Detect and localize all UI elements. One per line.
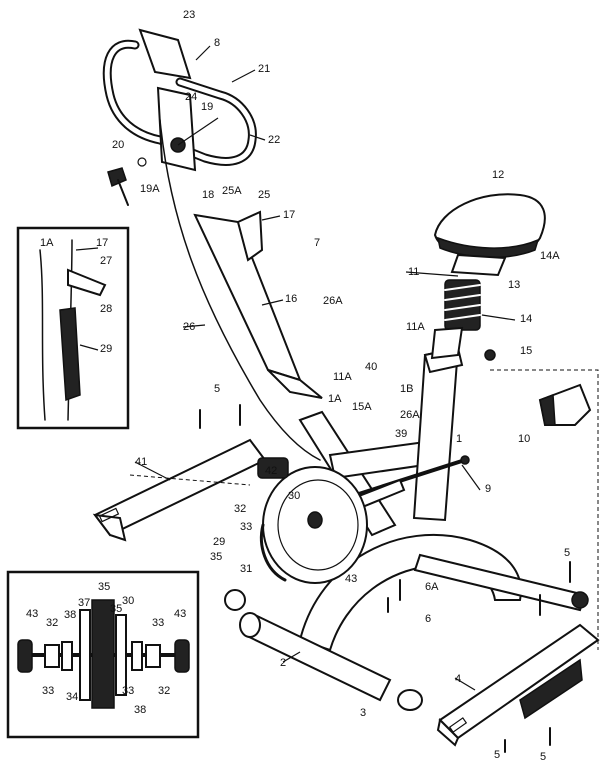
callout-2: 2: [280, 657, 286, 669]
callout-8: 8: [214, 37, 220, 49]
callout-42: 42: [265, 465, 277, 477]
callout-4: 4: [455, 673, 461, 685]
flywheel: [257, 457, 368, 584]
callout-11a-mast: 11A: [333, 371, 352, 383]
callout-30-mid: 30: [288, 490, 300, 502]
callout-26a-low: 26A: [400, 409, 420, 421]
inset-callout-33-right: 33: [152, 617, 164, 629]
hardware-screws: [199, 404, 571, 753]
tension-cable: [159, 119, 321, 461]
callout-26a: 26A: [323, 295, 343, 307]
inset-callout-35: 35: [98, 581, 110, 593]
front-foot-tube: [224, 589, 423, 711]
inset-cable-detail: [16, 226, 130, 430]
callout-5-left: 5: [214, 383, 220, 395]
callout-6a: 6A: [425, 581, 439, 593]
inset-callout-28: 28: [100, 303, 112, 315]
callout-14a: 14A: [540, 250, 560, 262]
callout-23: 23: [183, 9, 195, 21]
inset-callout-30: 30: [122, 595, 134, 607]
callout-19a: 19A: [140, 183, 160, 195]
adjustment-knob: [107, 167, 127, 188]
seat-assembly: [430, 193, 546, 361]
callout-7: 7: [314, 237, 320, 249]
inset-callout-34: 34: [66, 691, 78, 703]
callout-10: 10: [518, 433, 530, 445]
callout-14: 14: [520, 313, 532, 325]
callout-17: 17: [283, 209, 295, 221]
inset-callout-43-right: 43: [174, 608, 186, 620]
handlebar-bracket: [156, 86, 197, 172]
callout-9: 9: [485, 483, 491, 495]
inset-callout-38-left: 38: [64, 609, 76, 621]
callout-16: 16: [285, 293, 297, 305]
callout-1a: 1A: [328, 393, 342, 405]
callout-29-mid: 29: [213, 536, 225, 548]
callout-43-mid: 43: [345, 573, 357, 585]
rear-foot-tube: [413, 553, 587, 612]
callout-21: 21: [258, 63, 270, 75]
callout-24: 24: [185, 91, 197, 103]
handlebar-assembly: [102, 28, 257, 206]
end-cap: [224, 589, 246, 611]
inset-callout-1a: 1A: [40, 237, 54, 249]
callout-40: 40: [365, 361, 377, 373]
inset-callout-17: 17: [96, 237, 108, 249]
inset-callout-43-left: 43: [26, 608, 38, 620]
callout-1: 1: [456, 433, 462, 445]
callout-18: 18: [202, 189, 214, 201]
inset-callout-32-right: 32: [158, 685, 170, 697]
callout-13: 13: [508, 279, 520, 291]
inset-callout-38-right: 38: [134, 704, 146, 716]
inset-callout-35-right: 35: [110, 603, 122, 615]
leader-lines: [75, 45, 516, 691]
inset-flywheel-axle: [6, 570, 200, 739]
inset-callout-32-left: 32: [46, 617, 58, 629]
callout-25: 25: [258, 189, 270, 201]
seat-spring: [444, 279, 481, 331]
callout-1b: 1B: [400, 383, 413, 395]
end-cap: [397, 689, 423, 711]
inset-callout-37: 37: [78, 597, 90, 609]
callout-35-mid: 35: [210, 551, 222, 563]
callout-32-mid: 32: [234, 503, 246, 515]
callout-33-mid: 33: [240, 521, 252, 533]
handlebar-pad: [138, 28, 192, 80]
inset-callout-33-center: 33: [122, 685, 134, 697]
inset-callout-29: 29: [100, 343, 112, 355]
callout-5-rear: 5: [540, 751, 546, 763]
inset-callout-33-left: 33: [42, 685, 54, 697]
callout-41: 41: [135, 456, 147, 468]
callout-3: 3: [360, 707, 366, 719]
rear-stabilizer: [436, 623, 600, 747]
callout-labels: 23 8 21 24 19 22 20 19A 18 25A 25 17 7 1…: [26, 9, 570, 763]
callout-31: 31: [240, 563, 252, 575]
callout-12: 12: [492, 169, 504, 181]
callout-25a: 25A: [222, 185, 242, 197]
callout-20: 20: [112, 139, 124, 151]
callout-22: 22: [268, 134, 280, 146]
callout-5-right: 5: [564, 547, 570, 559]
callout-6: 6: [425, 613, 431, 625]
callout-39: 39: [395, 428, 407, 440]
handlebar-post: [193, 210, 323, 399]
inset-callout-27: 27: [100, 255, 112, 267]
callout-15a: 15A: [352, 401, 372, 413]
callout-15: 15: [520, 345, 532, 357]
callout-11a-seat: 11A: [406, 321, 425, 333]
callout-19: 19: [201, 101, 213, 113]
callout-5-bottom: 5: [494, 749, 500, 761]
